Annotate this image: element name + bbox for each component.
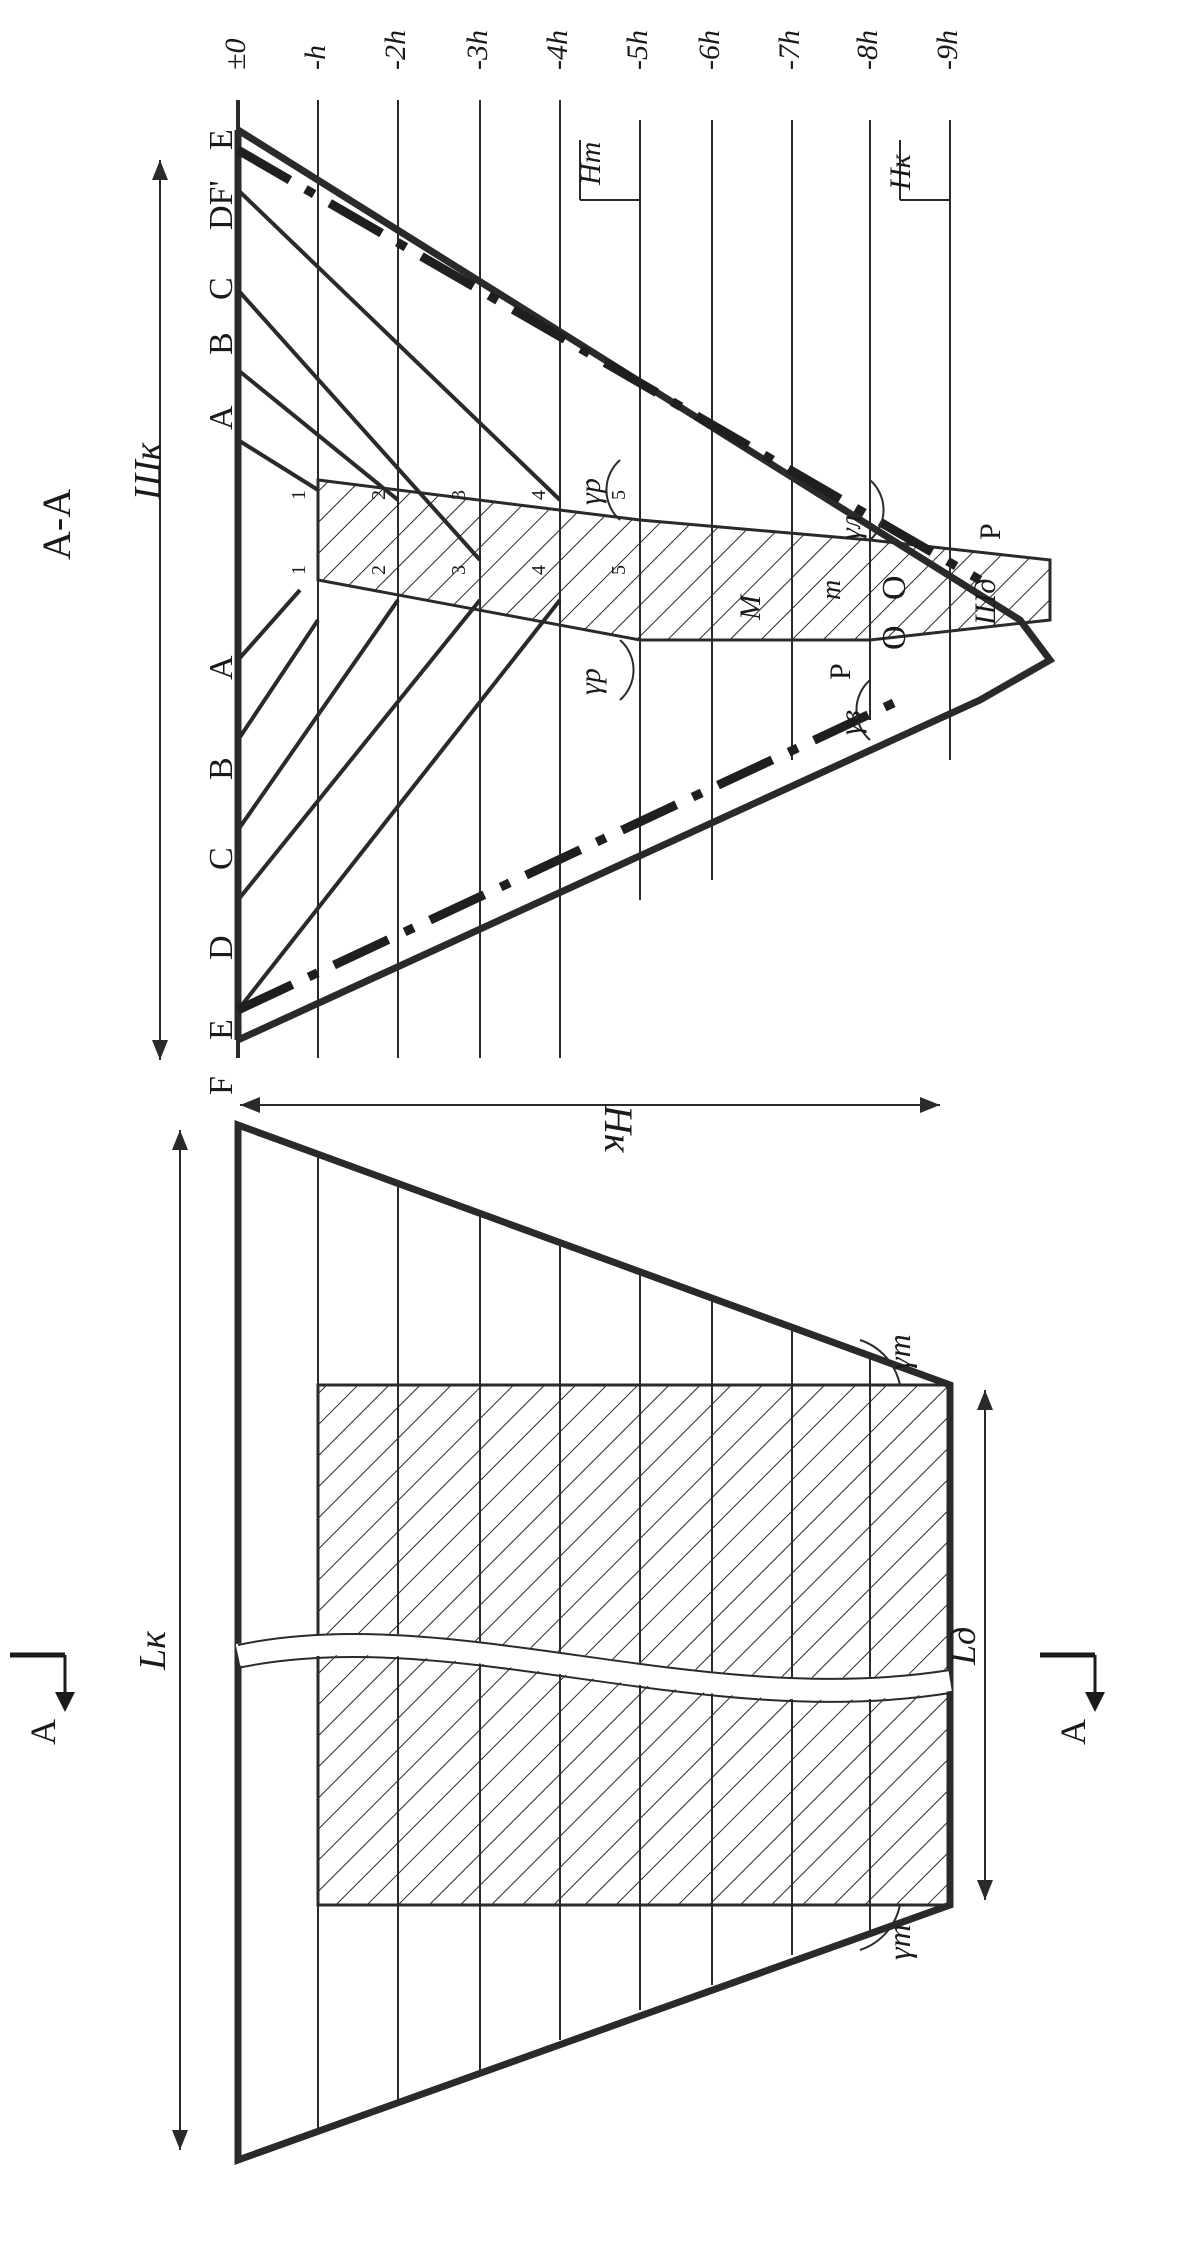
width-bottom-label: Шд <box>969 579 1002 626</box>
gamma-t2-label: γт <box>881 1924 917 1960</box>
level-label-6: -6h <box>693 30 726 70</box>
bench-letter-bottom-1: B <box>203 757 240 780</box>
level-label-4: -4h <box>541 30 574 70</box>
bench-letter-bottom-2: C <box>203 847 240 870</box>
bench-letter-bottom-3: D <box>203 935 240 960</box>
level-label-8: -8h <box>851 30 884 70</box>
gamma-t1-label: γт <box>881 1334 917 1370</box>
m-big-label: М <box>734 593 767 621</box>
row-numbers: 1 2 3 4 5 1 2 3 4 5 <box>288 490 630 575</box>
bench-letter-top-4: A <box>203 405 240 430</box>
height-label: Нк <box>596 1104 641 1153</box>
section-mark-right: А <box>1053 1719 1093 1745</box>
ht-label: Нт <box>574 142 607 186</box>
plan-view: Нк Lк Lд γт γт <box>132 1097 993 2165</box>
length-bottom-label: Lд <box>943 1627 983 1666</box>
gamma-t1-arc <box>859 1339 901 1386</box>
level-label-7: -7h <box>773 30 806 70</box>
bench-letters: E DF' C B A A B C D E F <box>203 129 240 1095</box>
row-number-b-2: 2 <box>368 565 390 575</box>
gamma-p2-arc <box>619 639 635 701</box>
level-label-3: -3h <box>461 30 494 70</box>
row-number-b-5: 5 <box>608 565 630 575</box>
pit-boundary <box>236 127 1056 1044</box>
gamma-p2-label: γр <box>574 668 607 695</box>
width-top-label: Шк <box>127 441 169 501</box>
gamma-v-arc <box>855 679 871 741</box>
plan-break <box>235 1632 952 1700</box>
row-number-b-3: 3 <box>448 565 470 575</box>
p2-label: P <box>974 523 1007 540</box>
gamma-l-label: γл <box>834 515 867 540</box>
row-number-b-1: 1 <box>288 565 310 575</box>
p1-label: P <box>824 663 857 680</box>
level-labels: ±0 -h -2h -3h -4h -5h -6h -7h -8h -9h <box>219 30 964 70</box>
section-marker-right: А <box>1040 1652 1105 1745</box>
length-top-label: Lк <box>132 1630 174 1671</box>
gamma-t2-arc <box>859 1904 901 1951</box>
bench-letter-top-0: E <box>203 129 240 150</box>
level-label-9: -9h <box>931 30 964 70</box>
section-title: А-А <box>34 489 79 560</box>
row-number-a-5: 5 <box>608 490 630 500</box>
section-labels: А-А Шк Нт Нк γр γр γл γв М m O O P P Шд <box>34 142 1007 735</box>
row-number-a-2: 2 <box>368 490 390 500</box>
bench-letter-bottom-0: A <box>203 655 240 680</box>
row-number-b-4: 4 <box>528 565 550 575</box>
bench-letter-top-2: C <box>203 277 240 300</box>
cross-section <box>152 100 1056 1060</box>
gamma-v-label: γв <box>834 710 867 735</box>
bench-letter-top-3: B <box>203 332 240 355</box>
bench-letter-bottom-4: E <box>203 1019 240 1040</box>
dashdot-upper <box>235 146 983 584</box>
level-label-5: -5h <box>621 30 654 70</box>
section-mark-left: А <box>23 1719 63 1745</box>
level-label-0: ±0 <box>219 39 252 70</box>
hatched-trench <box>316 478 1052 642</box>
dashdot-lower <box>236 695 902 1015</box>
hk-small-label: Нк <box>884 153 917 191</box>
section-marker-left: А <box>10 1652 75 1745</box>
level-label-1: -h <box>299 45 332 70</box>
level-label-2: -2h <box>379 30 412 70</box>
bench-letter-top-1: DF' <box>203 180 240 230</box>
gamma-l-arc <box>869 479 885 541</box>
o1-label: O <box>876 625 913 650</box>
bench-letter-bottom-5: F <box>203 1076 240 1095</box>
row-number-a-1: 1 <box>288 490 310 500</box>
gamma-p1-arc <box>605 459 621 521</box>
row-number-a-3: 3 <box>448 490 470 500</box>
m-small-label: m <box>816 580 847 600</box>
gamma-p1-label: γр <box>574 478 607 505</box>
bench-lines-lower <box>236 588 562 1012</box>
row-number-a-4: 4 <box>528 490 550 500</box>
o2-label: O <box>876 575 913 600</box>
